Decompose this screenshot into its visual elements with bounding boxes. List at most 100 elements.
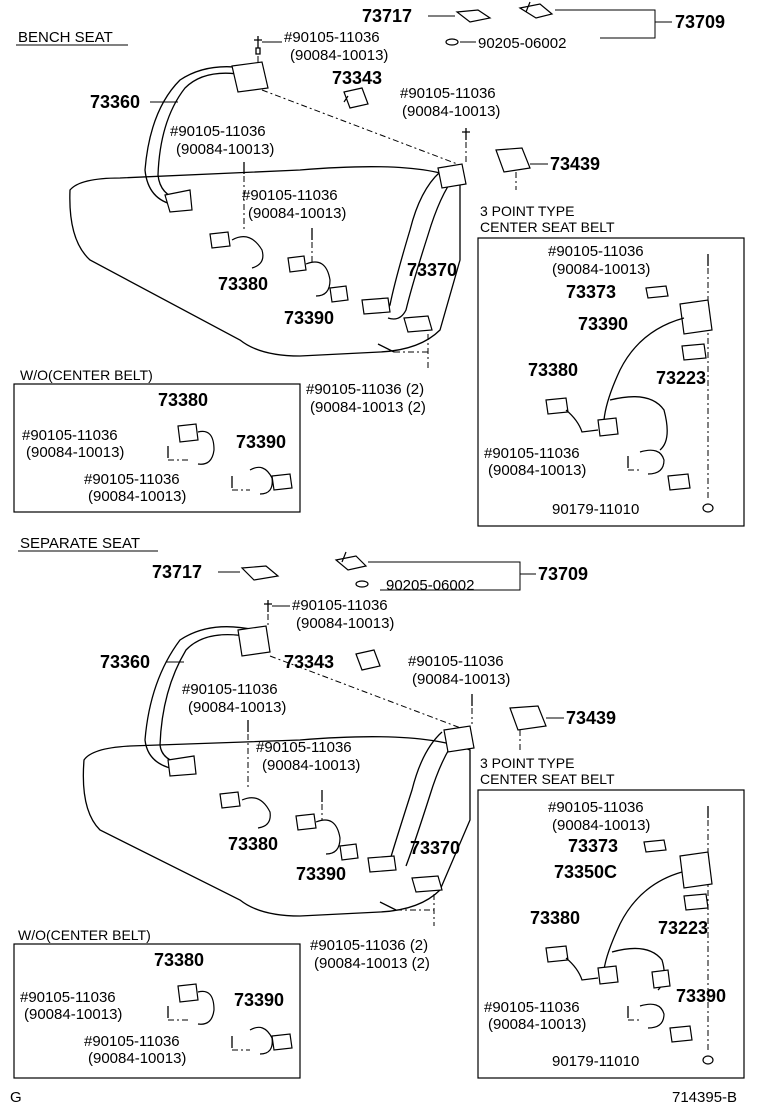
sep-bracket-icon — [240, 565, 280, 581]
cover-73373-icon — [645, 285, 669, 299]
sep-center-bolt-a: #90105-11036 — [548, 799, 644, 816]
sep-part-73360: 73360 — [100, 652, 150, 672]
sep-center-bolt-b: #90105-11036 — [484, 999, 580, 1016]
center-belt-box — [477, 237, 745, 527]
bolt-e: #90105-11036 (2) — [306, 381, 424, 398]
sep-center-belt-title-1: 3 POINT TYPE — [480, 755, 574, 771]
sep-center-buckle-icon — [545, 945, 599, 981]
cover-73439-icon — [495, 147, 531, 173]
part-73360: 73360 — [90, 92, 140, 112]
sep-retractor-center-icon — [679, 851, 713, 889]
sep-bolt-a-washer: (90084-10013) — [296, 615, 394, 632]
sep-cover-73373-icon — [643, 839, 667, 853]
sep-center-belt-title-2: CENTER SEAT BELT — [480, 771, 615, 787]
sep-bolt-e-washer: (90084-10013 (2) — [314, 955, 430, 972]
separate-seat-section: SEPARATE SEAT 73717 73709 90205-06002 73… — [13, 535, 745, 1079]
sep-part-73380: 73380 — [228, 834, 278, 854]
sep-bolt-b-washer: (90084-10013) — [412, 671, 510, 688]
sep-wo-center-belt-box — [13, 943, 301, 1079]
center-buckle-icon — [545, 397, 599, 433]
sep-buckle-73380-icon — [219, 791, 271, 829]
wo-part-73390: 73390 — [236, 432, 286, 452]
sep-center-part-73223: 73223 — [658, 918, 708, 938]
bracket-icon — [455, 9, 492, 23]
nut-icon — [702, 503, 714, 513]
sep-wo-bolt-b-washer: (90084-10013) — [88, 1050, 186, 1067]
sep-anchor-plate-icon — [334, 551, 368, 571]
buckle-73390-icon — [287, 255, 349, 303]
sep-bracket-73343-icon — [355, 649, 381, 671]
center-bolt-a: #90105-11036 — [548, 243, 644, 260]
sep-buckle-73390-icon — [295, 813, 359, 861]
center-part-73373: 73373 — [566, 282, 616, 302]
part-73717: 73717 — [362, 6, 412, 26]
wo-bolt-b-washer: (90084-10013) — [88, 488, 186, 505]
sep-bolt-c: #90105-11036 — [182, 681, 278, 698]
wo-part-73380: 73380 — [158, 390, 208, 410]
center-bolt-b: #90105-11036 — [484, 445, 580, 462]
bench-seat-section: BENCH SEAT 73717 73709 90205-06002 73360… — [13, 1, 745, 527]
wo-buckle-73390-icon — [249, 466, 293, 495]
sep-center-bolt-b-washer: (90084-10013) — [488, 1016, 586, 1033]
sep-bolt-e: #90105-11036 (2) — [310, 937, 428, 954]
center-anchor-icon — [639, 449, 691, 491]
retractor-right-icon — [437, 163, 467, 189]
sep-part-73390: 73390 — [296, 864, 346, 884]
sep-center-belt-box — [477, 789, 745, 1079]
bolt-icon — [379, 901, 397, 911]
sep-part-73370: 73370 — [410, 838, 460, 858]
part-73439: 73439 — [550, 154, 600, 174]
bolt-a-washer: (90084-10013) — [290, 47, 388, 64]
sep-wo-part-73390: 73390 — [234, 990, 284, 1010]
sep-bolt-a: #90105-11036 — [292, 597, 388, 614]
footer-code: 714395-B — [672, 1089, 737, 1106]
sep-anchor-icon — [411, 875, 443, 893]
sep-seat-cushion — [82, 736, 471, 917]
sep-part-90205: 90205-06002 — [386, 577, 474, 594]
sep-wo-center-belt-title: W/O(CENTER BELT) — [18, 927, 151, 943]
wo-center-belt-box — [13, 383, 301, 513]
sep-nut-icon — [702, 1055, 714, 1065]
separate-seat-title: SEPARATE SEAT — [20, 535, 140, 552]
bolt-b-washer: (90084-10013) — [402, 103, 500, 120]
sep-center-part-73373: 73373 — [568, 836, 618, 856]
bolt-icon — [377, 343, 395, 353]
bolt-d-washer: (90084-10013) — [248, 205, 346, 222]
sep-center-part-73350c: 73350C — [554, 862, 617, 882]
sep-part-73343: 73343 — [284, 652, 334, 672]
center-part-73390: 73390 — [578, 314, 628, 334]
sep-bolt-d-washer: (90084-10013) — [262, 757, 360, 774]
bolt-icon — [254, 36, 262, 55]
sep-wo-bolt-b: #90105-11036 — [84, 1033, 180, 1050]
seat-cushion — [69, 166, 461, 357]
washer-icon — [445, 38, 459, 46]
anchor-plate-icon — [518, 1, 554, 19]
part-90205: 90205-06002 — [478, 35, 566, 52]
buckle-73380-icon — [209, 231, 264, 269]
center-bolt-b-washer: (90084-10013) — [488, 462, 586, 479]
center-bolt-a-washer: (90084-10013) — [552, 261, 650, 278]
footer-left: G — [10, 1089, 22, 1106]
sep-wo-buckle-icon — [177, 983, 215, 1025]
sep-center-anchor-icon — [639, 1003, 693, 1043]
sep-retractor-right-icon — [443, 725, 475, 753]
bench-seat-title: BENCH SEAT — [18, 29, 113, 46]
wo-bolt-a: #90105-11036 — [22, 427, 118, 444]
sep-center-part-73390: 73390 — [676, 986, 726, 1006]
wo-bolt-b: #90105-11036 — [84, 471, 180, 488]
sep-center-bolt-a-washer: (90084-10013) — [552, 817, 650, 834]
sep-part-73717: 73717 — [152, 562, 202, 582]
bolt-a: #90105-11036 — [284, 29, 380, 46]
retractor-left-icon — [231, 61, 269, 93]
center-part-73380: 73380 — [528, 360, 578, 380]
part-73709: 73709 — [675, 12, 725, 32]
sep-part-73709: 73709 — [538, 564, 588, 584]
sep-washer-icon — [355, 580, 369, 588]
wo-bolt-a-washer: (90084-10013) — [26, 444, 124, 461]
center-belt-title-2: CENTER SEAT BELT — [480, 219, 615, 235]
sep-bolt-c-washer: (90084-10013) — [188, 699, 286, 716]
bolt-icon — [264, 600, 272, 612]
center-part-90179: 90179-11010 — [552, 501, 639, 518]
part-73390: 73390 — [284, 308, 334, 328]
